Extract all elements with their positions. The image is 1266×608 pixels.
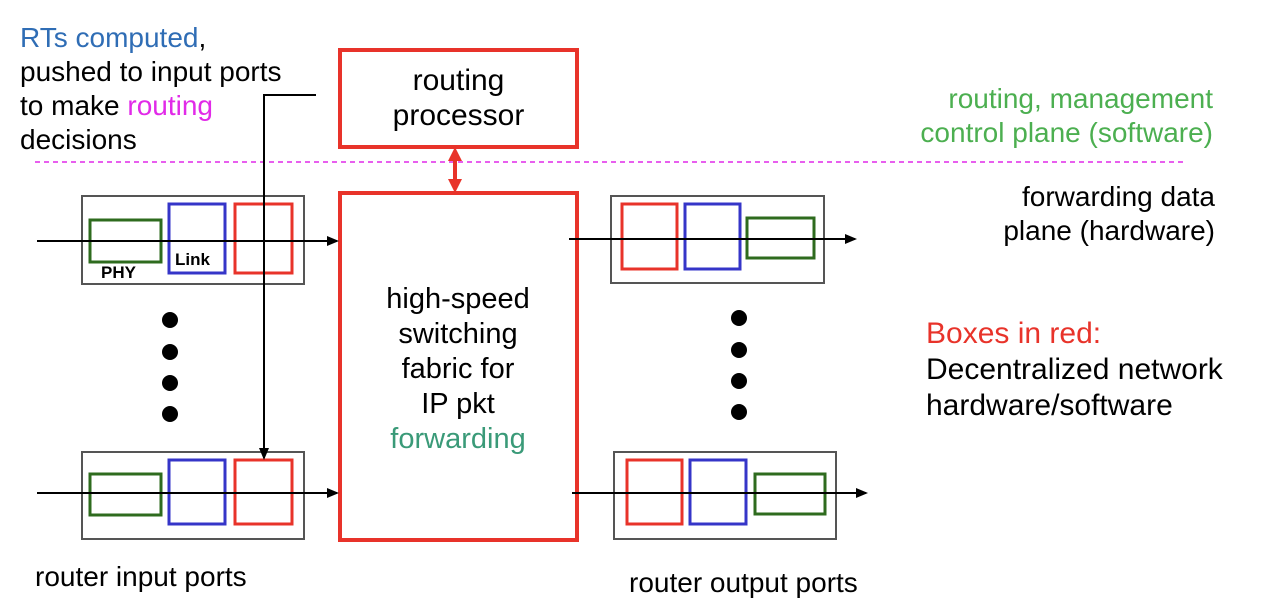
fabric-forwarding-text: forwarding — [390, 423, 526, 455]
routing-table-annotation: RTs computed, pushed to input ports to m… — [20, 22, 282, 155]
legend-title: Boxes in red: — [926, 317, 1102, 350]
ellipsis-dot — [162, 406, 178, 422]
ellipsis-dot — [731, 310, 747, 326]
routing-processor-label: routing processor — [392, 64, 525, 132]
annotation-blue-text: RTs computed — [20, 22, 199, 53]
ellipsis-dot — [162, 344, 178, 360]
link-label: Link — [175, 250, 210, 269]
routing-table-push-line — [259, 94, 316, 460]
output-ports-label: router output ports — [629, 567, 858, 598]
ellipsis-dot — [731, 373, 747, 389]
ellipsis-dot — [162, 375, 178, 391]
switching-fabric-label: high-speed switching fabric for IP pkt f… — [343, 282, 573, 457]
forwarding-box — [620, 202, 679, 271]
ellipsis-dot — [731, 342, 747, 358]
input-port-bottom — [81, 451, 305, 540]
link-box — [683, 202, 742, 271]
input-ports-label: router input ports — [35, 561, 247, 592]
phy-box — [88, 472, 163, 517]
phy-label: PHY — [101, 263, 136, 282]
ellipsis-dot — [162, 312, 178, 328]
link-box — [167, 202, 227, 275]
control-plane-label: routing, management control plane (softw… — [920, 83, 1213, 148]
data-plane-label: forwarding data plane (hardware) — [1003, 181, 1215, 246]
switching-fabric-box — [338, 191, 579, 542]
ellipsis-dot — [731, 404, 747, 420]
annotation-magenta-text: routing — [127, 90, 214, 121]
output-port-bottom — [613, 451, 837, 540]
red-boxes-legend: Boxes in red: Decentralized network hard… — [926, 317, 1223, 422]
